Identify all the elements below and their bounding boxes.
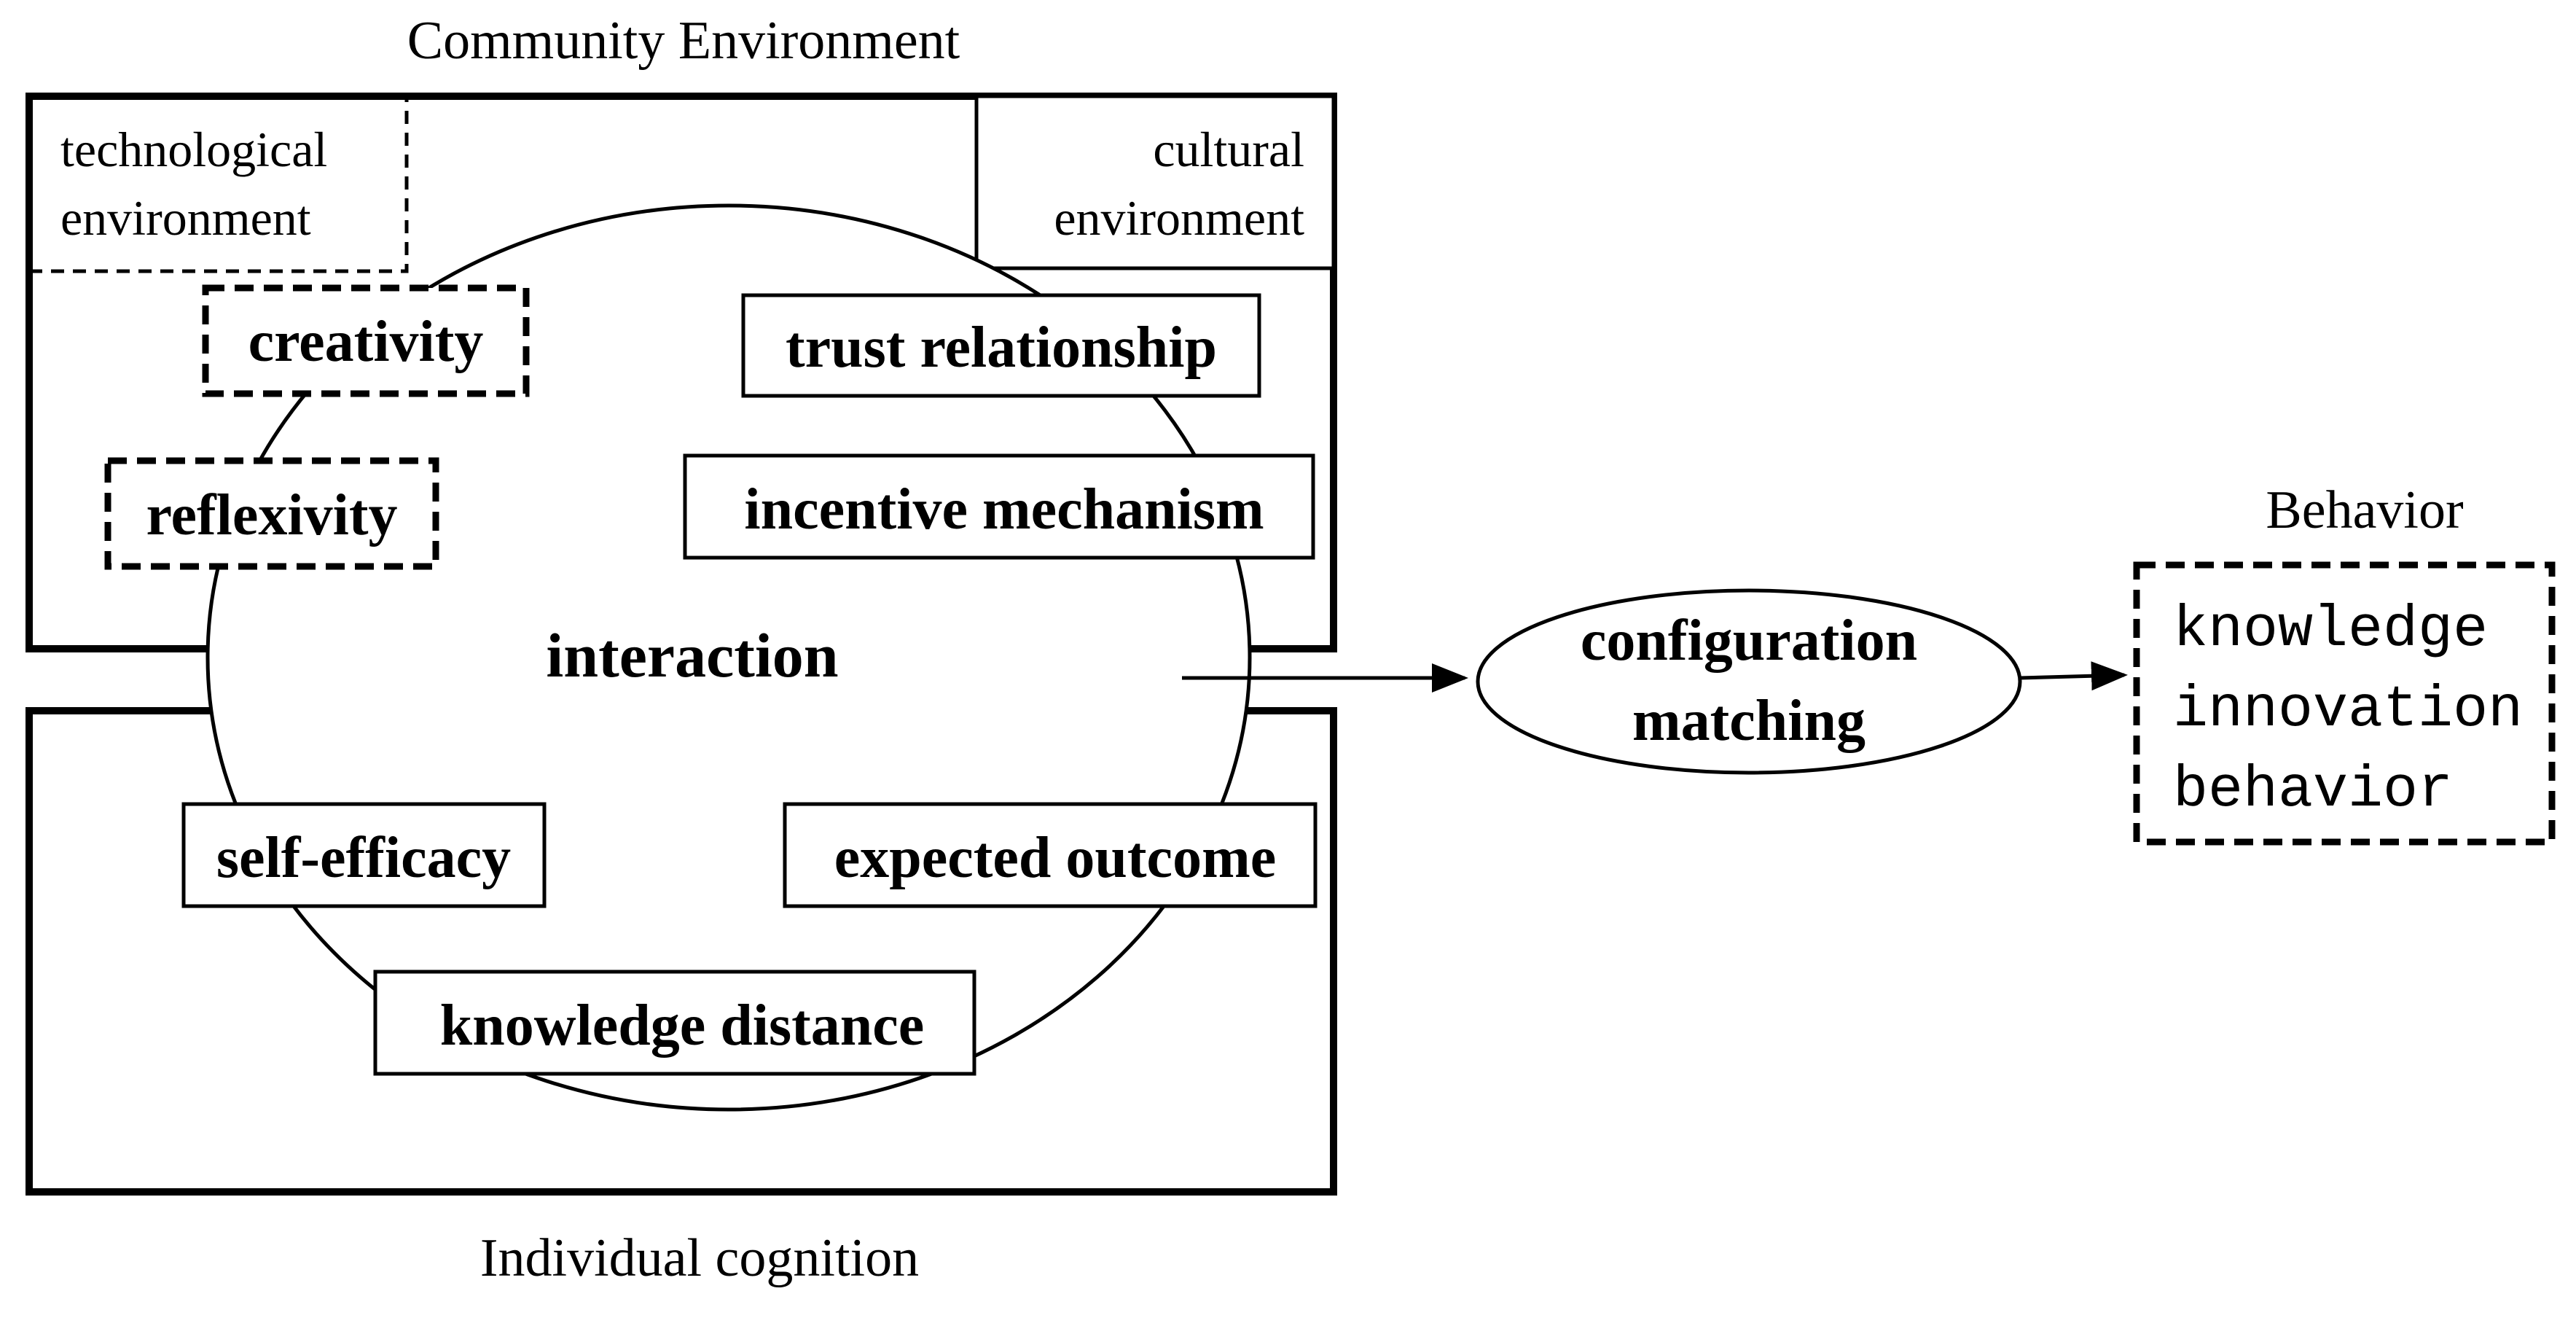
self-efficacy-label: self-efficacy bbox=[216, 826, 511, 890]
expected-outcome-box bbox=[783, 802, 1318, 908]
behavior-title: Behavior bbox=[2266, 480, 2463, 540]
technological-environment-label-line2: environment bbox=[60, 190, 311, 246]
trust-relationship-label: trust relationship bbox=[786, 316, 1217, 380]
expected-outcome-label: expected outcome bbox=[834, 826, 1276, 890]
cultural-environment-label-line2: environment bbox=[1054, 190, 1304, 246]
knowledge-distance-label: knowledge distance bbox=[440, 994, 925, 1058]
knowledge-innovation-behavior-box bbox=[2133, 561, 2556, 846]
reflexivity-box bbox=[104, 457, 439, 570]
incentive-mechanism-label: incentive mechanism bbox=[744, 477, 1264, 542]
behavior-label-line3: behavior bbox=[2173, 757, 2453, 824]
behavior-label-line2: innovation bbox=[2173, 677, 2523, 744]
technological-environment-label-line1: technological bbox=[60, 122, 327, 177]
behavior-label-line1: knowledge bbox=[2173, 597, 2488, 663]
configuration-to-behavior-arrow bbox=[2019, 661, 2128, 691]
cultural-environment-box bbox=[974, 94, 1336, 270]
reflexivity-label: reflexivity bbox=[146, 483, 397, 547]
technological-environment-box bbox=[29, 96, 409, 273]
individual-cognition-title: Individual cognition bbox=[480, 1228, 919, 1288]
incentive-mechanism-box bbox=[683, 453, 1315, 560]
self-efficacy-box bbox=[181, 802, 547, 908]
cultural-environment-label-line1: cultural bbox=[1153, 122, 1304, 177]
trust-relationship-box bbox=[741, 293, 1261, 398]
configuration-matching-label-line2: matching bbox=[1632, 689, 1866, 753]
interaction-label: interaction bbox=[546, 620, 838, 690]
configuration-matching-label-line1: configuration bbox=[1581, 609, 1917, 673]
community-environment-title: Community Environment bbox=[407, 11, 960, 71]
creativity-label: creativity bbox=[248, 310, 484, 374]
knowledge-distance-box bbox=[373, 970, 976, 1076]
configuration-matching-ellipse bbox=[1476, 588, 2022, 775]
creativity-box bbox=[202, 284, 530, 397]
